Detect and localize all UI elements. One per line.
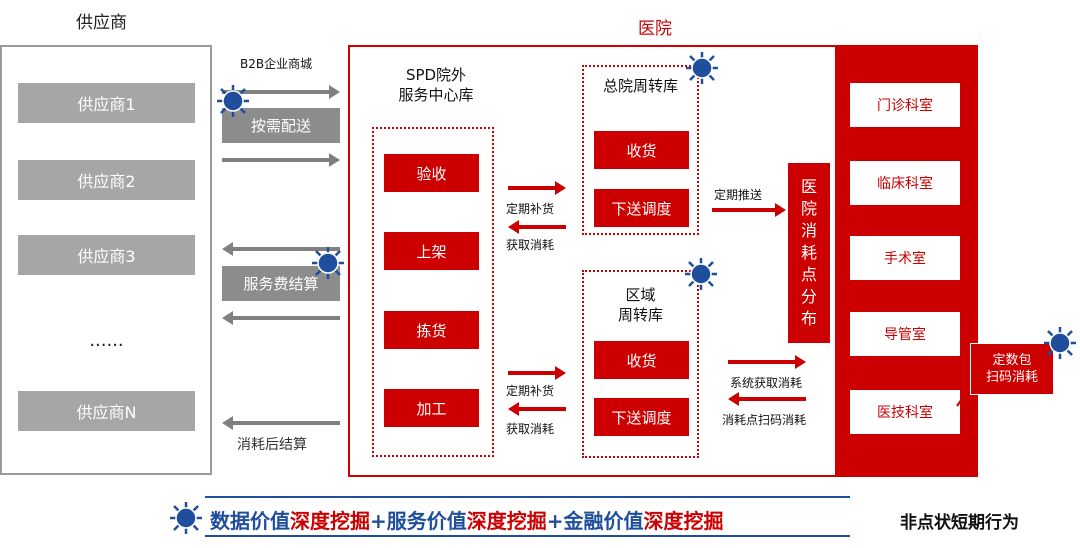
banner-rule-top	[205, 496, 850, 498]
sun-burst-icon	[686, 52, 718, 84]
sun-burst-icon	[685, 258, 717, 290]
b2b-label: B2B企业商城	[240, 57, 313, 71]
b2b-arrow	[222, 85, 340, 99]
sun-burst-icon	[312, 247, 344, 279]
sun-burst-icon	[170, 502, 202, 534]
region-depot-title-line2: 周转库	[617, 306, 663, 324]
consume-settle-label: 消耗后结算	[237, 437, 307, 453]
fixed-pack-callout: 定数包 扫码消耗	[970, 343, 1054, 395]
dist-char-2: 院	[800, 199, 817, 218]
sun-burst-icon	[1044, 327, 1076, 359]
supplier-frame	[0, 45, 212, 475]
replenish-label-top: 定期补货	[506, 202, 555, 216]
supplier-title: 供应商	[76, 13, 127, 33]
region-depot-container	[582, 270, 699, 458]
scan-label: 消耗点扫码消耗	[722, 413, 807, 427]
fetch-label-bottom: 获取消耗	[506, 422, 555, 436]
push-label: 定期推送	[714, 188, 763, 202]
consumption-point-distribution: 医 院 消 耗 点 分 布	[788, 163, 830, 343]
supplier-1: 供应商1	[18, 83, 195, 123]
push-arrow	[712, 203, 786, 217]
banner-part-1: 数据价值	[210, 509, 290, 533]
side-note: 非点状短期行为	[900, 513, 1019, 533]
sys-fetch-arrow	[728, 355, 806, 369]
supplier-n: 供应商N	[18, 391, 195, 431]
dist-char-6: 分	[800, 287, 817, 306]
banner-part-2: 深度挖掘	[290, 509, 370, 533]
dept-outpatient: 门诊科室	[850, 83, 960, 127]
fetch-label-top: 获取消耗	[506, 238, 555, 252]
replenish-arrow-top	[508, 181, 566, 195]
dept-clinical: 临床科室	[850, 161, 960, 205]
main-depot-container	[582, 65, 699, 235]
spd-step-inspect: 验收	[384, 154, 479, 192]
sys-fetch-label: 系统获取消耗	[730, 376, 803, 390]
main-depot-title: 总院周转库	[602, 77, 678, 95]
settle-arrow-top	[222, 242, 340, 256]
banner-part-4: 深度挖掘	[466, 509, 547, 533]
dist-char-7: 布	[800, 309, 817, 328]
spd-step-process: 加工	[384, 389, 479, 427]
dist-char-5: 点	[800, 265, 817, 284]
banner-rule-bottom	[205, 535, 850, 537]
scan-arrow	[728, 392, 806, 406]
dist-char-3: 消	[800, 221, 817, 240]
consume-settle-arrow	[222, 416, 340, 430]
dept-catheter: 导管室	[850, 312, 960, 356]
dist-char-1: 医	[800, 177, 817, 196]
delivery-arrow	[222, 153, 340, 167]
spd-step-shelve: 上架	[384, 232, 479, 270]
callout-line1: 定数包	[992, 353, 1032, 368]
region-depot-receive: 收货	[594, 341, 689, 379]
dist-char-4: 耗	[800, 243, 817, 262]
spd-container	[372, 127, 494, 457]
supplier-ellipsis: ......	[89, 330, 124, 351]
region-depot-dispatch: 下送调度	[594, 398, 689, 436]
dept-surgery: 手术室	[850, 236, 960, 280]
supplier-3: 供应商3	[18, 235, 195, 275]
dept-medtech: 医技科室	[850, 390, 960, 434]
fetch-arrow-bottom	[508, 402, 566, 416]
spd-title-line2: 服务中心库	[398, 86, 474, 104]
banner-part-6: 深度挖掘	[643, 509, 724, 533]
region-depot-title: 区域 周转库	[582, 285, 699, 325]
spd-title-line1: SPD院外	[405, 66, 467, 84]
value-banner: 数据价值深度挖掘+服务价值深度挖掘+金融价值深度挖掘	[210, 505, 724, 534]
sun-burst-icon	[217, 85, 249, 117]
settle-arrow-bottom	[222, 311, 340, 325]
hospital-title: 医院	[638, 19, 672, 39]
fetch-arrow-top	[508, 220, 566, 234]
banner-part-3: +服务价值	[370, 509, 467, 533]
replenish-arrow-bottom	[508, 366, 566, 380]
banner-part-5: +金融价值	[546, 509, 644, 533]
main-depot-receive: 收货	[594, 131, 689, 169]
replenish-label-bottom: 定期补货	[506, 384, 555, 398]
spd-step-pick: 拣货	[384, 311, 479, 349]
callout-line2: 扫码消耗	[985, 370, 1038, 385]
spd-title: SPD院外 服务中心库	[388, 65, 484, 105]
on-demand-box: 按需配送	[222, 108, 340, 143]
region-depot-title-line1: 区域	[625, 286, 656, 304]
supplier-2: 供应商2	[18, 160, 195, 200]
main-depot-dispatch: 下送调度	[594, 189, 689, 227]
